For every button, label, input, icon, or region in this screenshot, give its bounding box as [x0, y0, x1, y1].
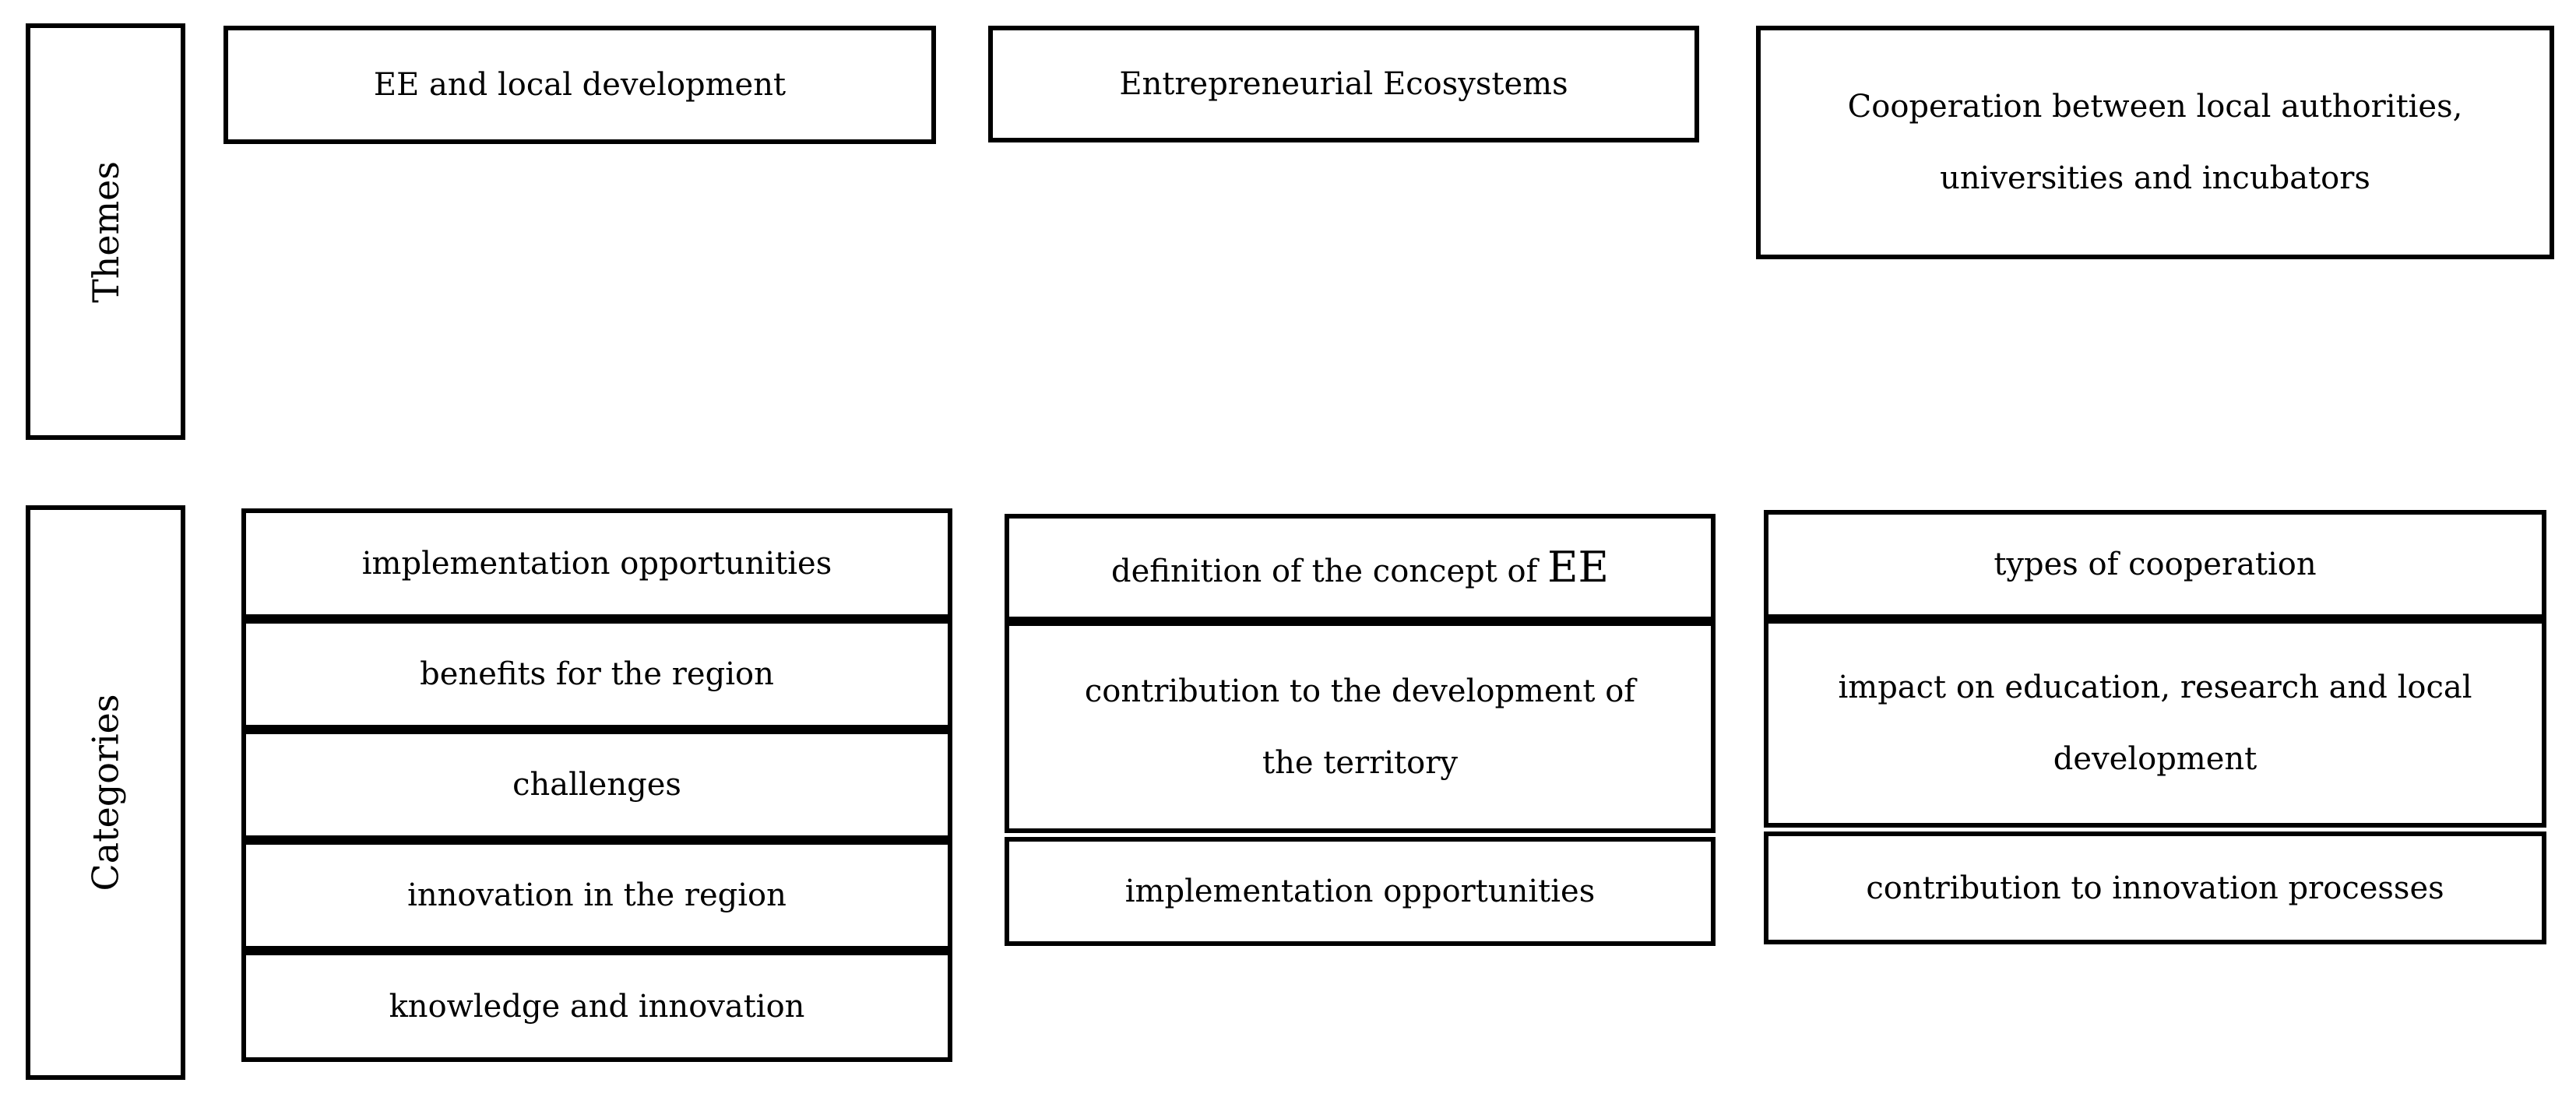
category-cell-benefits-for-the-region: benefits for the region — [241, 619, 952, 730]
category-cell-label-text-large: EE — [1547, 543, 1609, 592]
categories-axis-label-box: Categories — [26, 505, 185, 1080]
theme-box-label: EE and local development — [373, 67, 787, 103]
category-cell-impact-on-education-research-local-development: impact on education, research and local … — [1764, 619, 2546, 828]
category-cell-challenges: challenges — [241, 730, 952, 840]
category-cell-label: innovation in the region — [407, 877, 787, 913]
themes-axis-label: Themes — [84, 160, 127, 303]
category-cell-contribution-to-innovation-processes: contribution to innovation processes — [1764, 831, 2546, 944]
category-cell-label: challenges — [512, 767, 681, 803]
category-cell-label: types of cooperation — [1994, 547, 2317, 582]
category-cell-label: impact on education, research and local … — [1838, 670, 2472, 777]
category-cell-contribution-to-development-of-territory: contribution to the development of the t… — [1005, 621, 1716, 833]
theme-box-label: Cooperation between local authorities, u… — [1847, 89, 2463, 196]
category-cell-label-text: definition of the concept of — [1111, 554, 1548, 590]
category-column-3: types of cooperation impact on education… — [1764, 510, 2546, 944]
category-cell-types-of-cooperation: types of cooperation — [1764, 510, 2546, 619]
themes-axis-label-box: Themes — [26, 23, 185, 440]
category-cell-label: implementation opportunities — [1124, 874, 1596, 909]
category-cell-innovation-in-the-region: innovation in the region — [241, 840, 952, 951]
category-cell-implementation-opportunities: implementation opportunities — [241, 508, 952, 619]
theme-box-ee-and-local-development: EE and local development — [223, 26, 936, 144]
theme-box-label: Entrepreneurial Ecosystems — [1119, 66, 1568, 102]
theme-box-cooperation: Cooperation between local authorities, u… — [1756, 26, 2554, 259]
category-column-2: definition of the concept of EE contribu… — [1005, 514, 1716, 946]
category-cell-knowledge-and-innovation: knowledge and innovation — [241, 951, 952, 1062]
category-cell-label: knowledge and innovation — [389, 988, 805, 1025]
category-cell-label: benefits for the region — [420, 656, 774, 692]
category-column-1: implementation opportunities benefits fo… — [241, 508, 952, 1062]
category-cell-implementation-opportunities-2: implementation opportunities — [1005, 837, 1716, 946]
category-cell-label: implementation opportunities — [361, 546, 832, 582]
category-cell-definition-of-the-concept-of-ee: definition of the concept of EE — [1005, 514, 1716, 621]
category-cell-label: contribution to innovation processes — [1866, 870, 2444, 906]
category-cell-label: definition of the concept of EE — [1111, 541, 1609, 594]
theme-box-entrepreneurial-ecosystems: Entrepreneurial Ecosystems — [988, 26, 1699, 142]
category-cell-label: contribution to the development of the t… — [1084, 673, 1636, 781]
categories-axis-label: Categories — [84, 694, 127, 891]
